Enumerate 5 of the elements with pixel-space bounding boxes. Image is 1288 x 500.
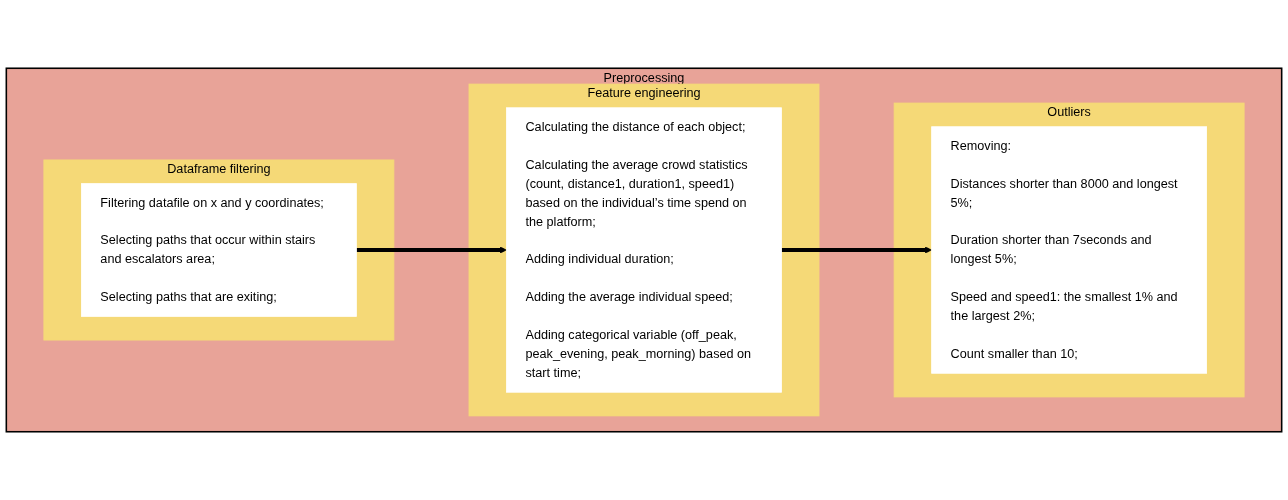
node-box: Filtering datafile on x and y coordinates; Selecting paths that occur within stairs and escalators area; Selecting paths that are exiting; — [81, 183, 357, 317]
arrow — [356, 246, 507, 254]
arrow — [781, 246, 932, 254]
node-box: Removing: Distances shorter than 8000 and longest 5%; Duration shorter than 7seconds and longest 5%; Speed and speed1: the smallest 1% and the largest 2%; Count smaller than 10; — [931, 126, 1207, 374]
node-box: Calculating the distance of each object; Calculating the average crowd statistics (count, distance1, duration1, speed1) based on the individual’s time spend on the platform; Adding individual duration; Adding the average individual speed; Adding categorical variable (off_peak, peak_evening, peak_morning) based on start time; — [506, 107, 782, 393]
